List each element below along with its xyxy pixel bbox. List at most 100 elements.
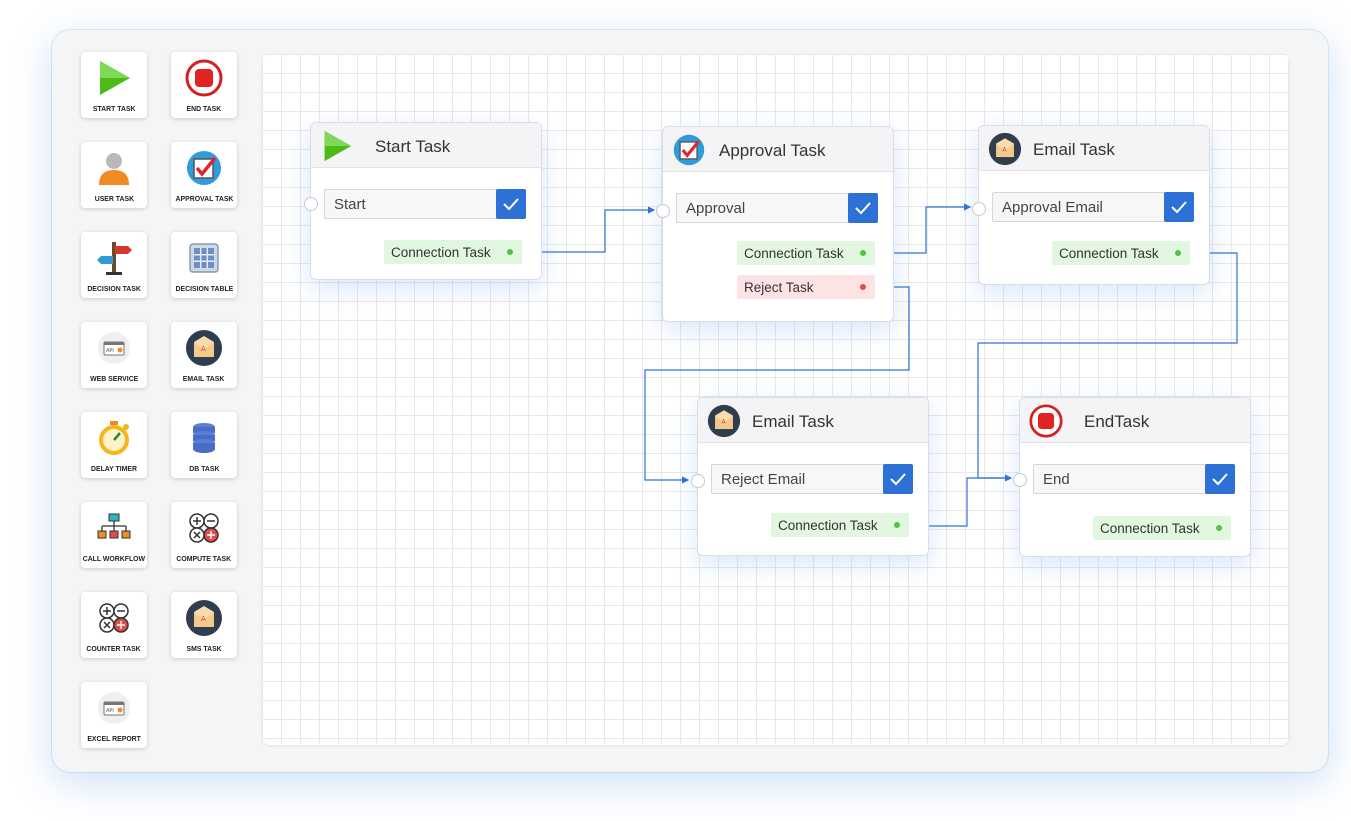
svg-text:API: API xyxy=(106,708,114,714)
output-label: Connection Task xyxy=(1100,520,1200,536)
palette-label: WEB SERVICE xyxy=(89,374,139,383)
node-title: Approval Task xyxy=(719,141,826,160)
palette-label: EXCEL REPORT xyxy=(87,734,141,743)
output-port[interactable] xyxy=(1216,525,1222,531)
output-label: Connection Task xyxy=(1059,245,1159,261)
signpost-icon xyxy=(94,238,134,278)
stopwatch-icon xyxy=(94,418,134,458)
node-field[interactable]: Approval xyxy=(676,193,878,223)
checkbox-checked-icon[interactable] xyxy=(1205,464,1235,494)
palette-excel-report[interactable]: API EXCEL REPORT xyxy=(81,682,147,748)
calculator-icon xyxy=(94,598,134,638)
palette-start-task[interactable]: START TASK xyxy=(81,52,147,118)
palette-web-service[interactable]: API WEB SERVICE xyxy=(81,322,147,388)
svg-text:A: A xyxy=(201,345,206,353)
node-title: Email Task xyxy=(752,412,834,431)
stop-icon xyxy=(184,58,224,98)
input-port[interactable] xyxy=(656,204,670,218)
node-field-value: Reject Email xyxy=(721,471,806,488)
input-port[interactable] xyxy=(691,474,705,488)
connection-task-output[interactable]: Connection Task xyxy=(384,240,522,264)
email-avatar-icon: A xyxy=(184,598,224,638)
email-avatar-icon: A xyxy=(707,404,741,438)
palette-counter-task[interactable]: COUNTER TASK xyxy=(81,592,147,658)
connection-task-output[interactable]: Connection Task xyxy=(1093,516,1231,540)
palette-decision-task[interactable]: DECISION TASK xyxy=(81,232,147,298)
svg-text:A: A xyxy=(1002,147,1007,154)
output-label: Connection Task xyxy=(744,245,844,261)
palette-delay-timer[interactable]: DELAY TIMER xyxy=(81,412,147,478)
svg-text:A: A xyxy=(201,615,206,623)
approval-check-icon xyxy=(184,148,224,188)
node-email-task-approval[interactable]: A Email Task Approval Email Connection T… xyxy=(972,125,1210,285)
node-field[interactable]: Reject Email xyxy=(711,464,913,494)
connection-task-output[interactable]: Connection Task xyxy=(737,241,875,265)
node-header[interactable]: A Email Task xyxy=(698,398,928,443)
palette-label: APPROVAL TASK xyxy=(175,194,233,203)
palette-label: DECISION TABLE xyxy=(175,284,233,293)
output-label: Connection Task xyxy=(391,244,491,260)
checkbox-checked-icon[interactable] xyxy=(1164,192,1194,222)
palette-db-task[interactable]: DB TASK xyxy=(171,412,237,478)
node-header[interactable]: Start Task xyxy=(311,123,541,168)
checkbox-checked-icon[interactable] xyxy=(496,189,526,219)
email-avatar-icon: A xyxy=(988,132,1022,166)
checkbox-checked-icon[interactable] xyxy=(848,193,878,223)
email-avatar-icon: A xyxy=(184,328,224,368)
node-header[interactable]: Approval Task xyxy=(663,127,893,172)
node-end-task[interactable]: EndTask End Connection Task xyxy=(1013,397,1251,557)
palette-compute-task[interactable]: COMPUTE TASK xyxy=(171,502,237,568)
node-header[interactable]: A Email Task xyxy=(979,126,1209,171)
output-port[interactable] xyxy=(894,522,900,528)
input-port[interactable] xyxy=(972,202,986,216)
approval-check-icon xyxy=(672,133,706,167)
palette-sms-task[interactable]: A SMS TASK xyxy=(171,592,237,658)
api-icon: API xyxy=(94,688,134,728)
output-label: Connection Task xyxy=(778,517,878,533)
palette-label: COMPUTE TASK xyxy=(176,554,232,563)
checkbox-checked-icon[interactable] xyxy=(883,464,913,494)
palette-call-workflow[interactable]: CALL WORKFLOW xyxy=(81,502,147,568)
palette-label: DB TASK xyxy=(188,464,220,473)
reject-task-output[interactable]: Reject Task xyxy=(737,275,875,299)
user-icon xyxy=(94,148,134,188)
workflow-icon xyxy=(94,508,134,548)
node-email-task-reject[interactable]: A Email Task Reject Email Connection Tas… xyxy=(691,397,929,556)
node-header[interactable]: EndTask xyxy=(1020,398,1250,443)
svg-text:API: API xyxy=(106,348,114,354)
node-field-value: Start xyxy=(334,196,366,213)
play-icon xyxy=(320,129,354,163)
input-port[interactable] xyxy=(1013,473,1027,487)
node-approval-task[interactable]: Approval Task Approval Connection Task R… xyxy=(656,126,894,322)
palette-label: CALL WORKFLOW xyxy=(82,554,146,563)
table-icon xyxy=(184,238,224,278)
stop-icon xyxy=(1029,404,1063,438)
output-port[interactable] xyxy=(860,250,866,256)
input-port[interactable] xyxy=(304,197,318,211)
output-label: Reject Task xyxy=(744,279,814,295)
palette-approval-task[interactable]: APPROVAL TASK xyxy=(171,142,237,208)
palette-label: SMS TASK xyxy=(186,644,222,653)
calculator-icon xyxy=(184,508,224,548)
output-port[interactable] xyxy=(860,284,866,290)
palette-email-task[interactable]: A EMAIL TASK xyxy=(171,322,237,388)
node-field[interactable]: End xyxy=(1033,464,1235,494)
node-field-value: End xyxy=(1043,471,1070,488)
node-title: Email Task xyxy=(1033,140,1115,159)
palette-decision-table[interactable]: DECISION TABLE xyxy=(171,232,237,298)
node-field[interactable]: Start xyxy=(324,189,526,219)
node-title: EndTask xyxy=(1084,412,1150,431)
palette-label: DELAY TIMER xyxy=(90,464,137,473)
connection-task-output[interactable]: Connection Task xyxy=(1052,241,1190,265)
output-port[interactable] xyxy=(507,249,513,255)
node-field[interactable]: Approval Email xyxy=(992,192,1194,222)
connection-task-output[interactable]: Connection Task xyxy=(771,513,909,537)
output-port[interactable] xyxy=(1175,250,1181,256)
svg-text:A: A xyxy=(721,419,726,426)
palette-label: START TASK xyxy=(92,104,136,113)
node-field-value: Approval xyxy=(686,200,746,217)
node-start-task[interactable]: Start Task Start Connection Task xyxy=(304,122,542,280)
palette-label: USER TASK xyxy=(94,194,134,203)
palette-end-task[interactable]: END TASK xyxy=(171,52,237,118)
palette-user-task[interactable]: USER TASK xyxy=(81,142,147,208)
